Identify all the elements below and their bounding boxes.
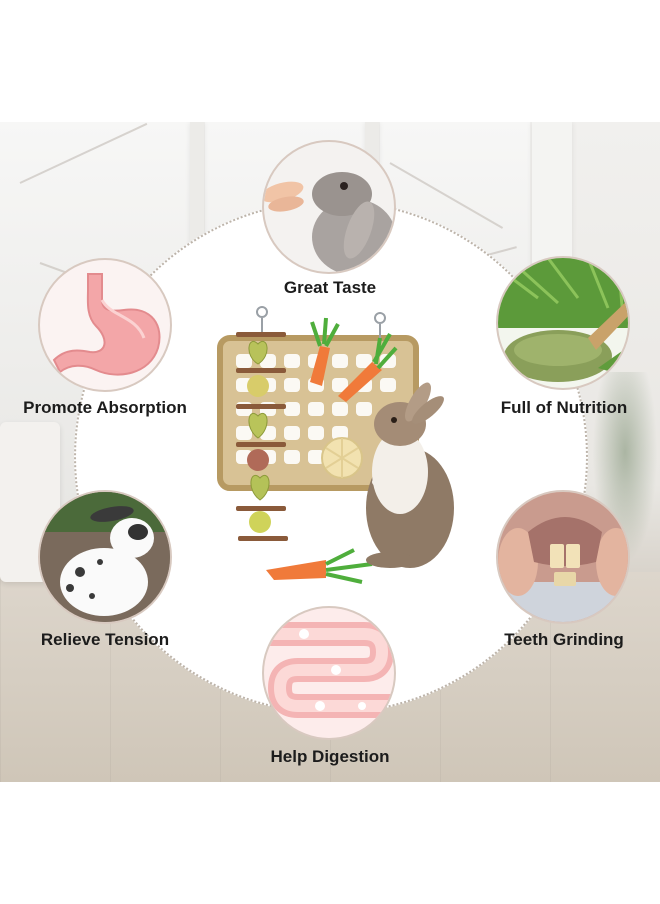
help-digestion-label: Help Digestion bbox=[270, 747, 390, 766]
teeth-grinding-photo bbox=[496, 490, 630, 624]
herb-powder-icon bbox=[498, 258, 628, 382]
stomach-icon bbox=[52, 273, 161, 376]
teeth-grinding-label: Teeth Grinding bbox=[504, 630, 624, 649]
relieve-tension-label: Relieve Tension bbox=[40, 630, 170, 649]
full-of-nutrition-label: Full of Nutrition bbox=[500, 398, 628, 417]
product-seagrass-mat-with-rabbit bbox=[214, 298, 460, 588]
great-taste-label: Great Taste bbox=[283, 278, 377, 297]
help-digestion-photo bbox=[262, 606, 396, 740]
relieve-tension-photo bbox=[38, 490, 172, 624]
great-taste-photo bbox=[262, 140, 396, 274]
intestine-icon bbox=[264, 622, 394, 718]
promote-absorption-label: Promote Absorption bbox=[23, 398, 187, 417]
full-of-nutrition-photo bbox=[496, 256, 630, 390]
seagrass-chew-mat-illustration bbox=[217, 306, 454, 584]
promote-absorption-photo bbox=[38, 258, 172, 392]
rabbit-eating-icon bbox=[264, 172, 394, 272]
spotted-rabbit-icon bbox=[40, 492, 170, 622]
rabbit-teeth-icon bbox=[498, 492, 628, 622]
